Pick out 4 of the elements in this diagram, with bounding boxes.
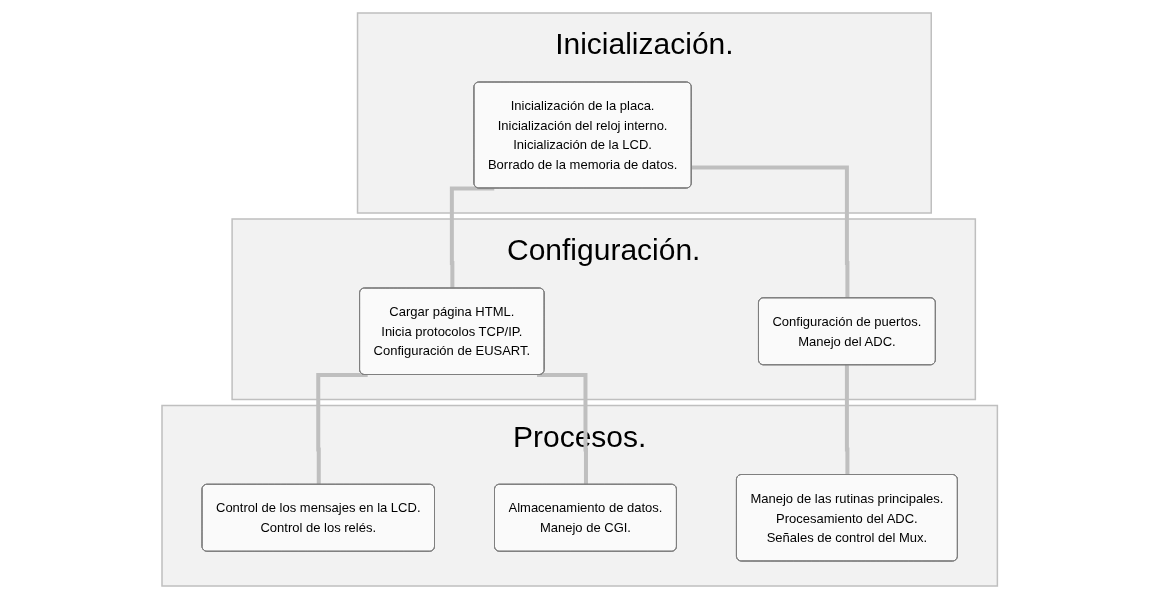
connector — [536, 372, 588, 485]
connector — [449, 186, 495, 288]
connector — [691, 165, 850, 298]
connector — [316, 372, 368, 485]
